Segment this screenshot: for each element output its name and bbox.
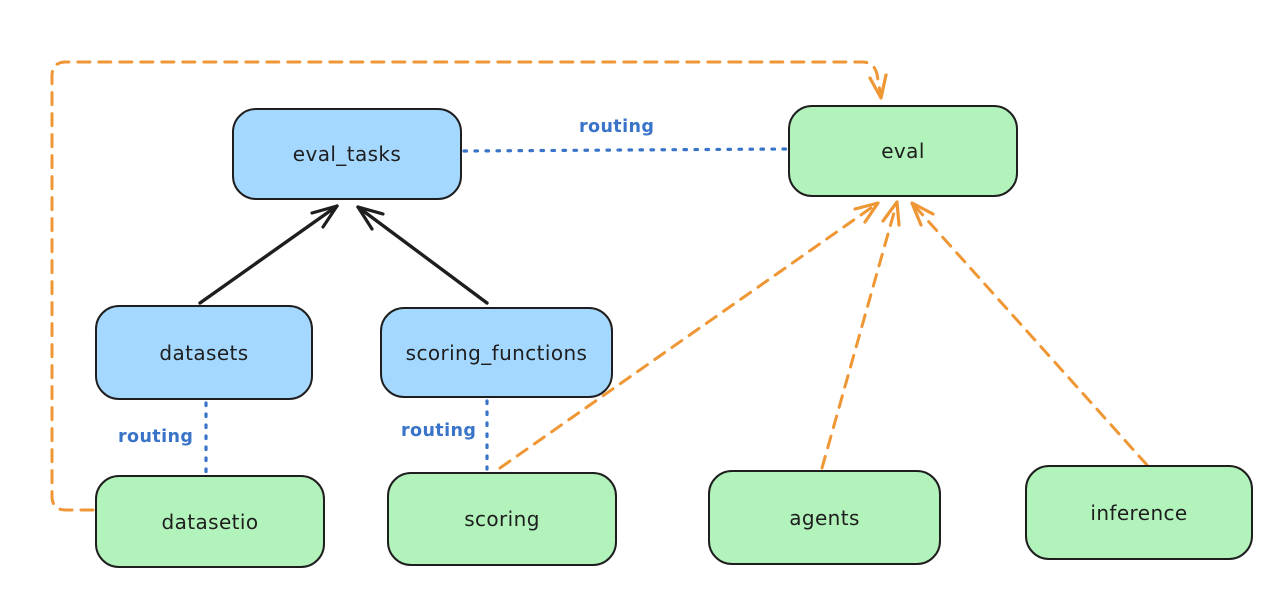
node-datasets: datasets — [95, 305, 313, 400]
node-inference-label: inference — [1090, 500, 1188, 525]
node-eval-tasks-label: eval_tasks — [292, 142, 402, 166]
node-agents-label: agents — [789, 505, 860, 530]
node-datasetio-label: datasetio — [161, 509, 259, 534]
edge-agents-to-eval — [820, 200, 901, 470]
node-scoring-functions-label: scoring_functions — [405, 340, 588, 365]
edge-inference-to-eval — [910, 201, 1149, 467]
node-scoring-functions: scoring_functions — [380, 307, 613, 398]
edge-datasets-to-eval-tasks — [198, 204, 339, 305]
node-eval-tasks: eval_tasks — [232, 108, 462, 200]
edge-eval-tasks-to-eval — [462, 147, 788, 153]
node-agents: agents — [708, 470, 941, 565]
node-datasetio: datasetio — [95, 475, 325, 568]
node-inference: inference — [1025, 465, 1253, 560]
edge-label-routing-datasets-datasetio: routing — [118, 427, 194, 447]
edge-scoring-functions-to-eval-tasks — [356, 205, 489, 305]
node-datasets-label: datasets — [159, 340, 249, 365]
edge-label-routing-eval-tasks-eval: routing — [579, 117, 655, 137]
node-eval: eval — [788, 105, 1018, 197]
node-eval-label: eval — [881, 139, 925, 163]
node-scoring-label: scoring — [464, 507, 540, 531]
edge-label-routing-scoring-functions-scoring: routing — [401, 421, 477, 441]
node-scoring: scoring — [387, 472, 617, 566]
